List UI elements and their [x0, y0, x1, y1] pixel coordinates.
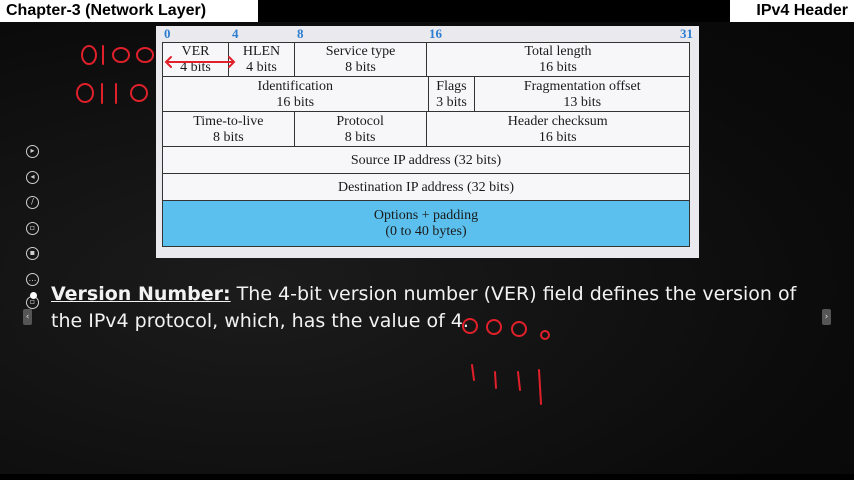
- field-header-checksum: Header checksum 16 bits: [425, 111, 690, 148]
- description-paragraph: Version Number: The 4-bit version number…: [51, 281, 831, 335]
- ver-arrow: [164, 56, 236, 68]
- play-icon[interactable]: ▸: [26, 145, 39, 158]
- field-time-to-live: Time-to-live 8 bits: [162, 111, 295, 148]
- bit-number-0: 0: [164, 26, 171, 41]
- field-name: Fragmentation offset: [523, 78, 641, 94]
- handwriting-0110: [76, 83, 148, 104]
- field-total-length: Total length 16 bits: [426, 42, 690, 78]
- field-identification: Identification 16 bits: [162, 76, 429, 113]
- pen-icon[interactable]: /: [26, 196, 39, 209]
- field-size: 16 bits: [538, 129, 577, 145]
- back-icon[interactable]: ◂: [26, 171, 39, 184]
- field-name: Flags: [436, 78, 467, 94]
- top-bar: Chapter-3 (Network Layer) IPv4 Header: [0, 0, 854, 22]
- handwriting-tally: [471, 364, 542, 405]
- field-name: VER: [181, 44, 210, 59]
- field-fragmentation-offset: Fragmentation offset 13 bits: [474, 76, 690, 113]
- handwriting-circles: [462, 318, 550, 340]
- description-text: The 4-bit version number (VER) field def…: [51, 283, 797, 332]
- field-size: 4 bits: [180, 60, 211, 75]
- bullet-icon: [30, 292, 37, 299]
- field-name: Destination IP address (32 bits): [337, 179, 514, 195]
- bit-number-16: 16: [429, 26, 442, 41]
- field-size: 3 bits: [436, 94, 467, 110]
- header-row-4: Source IP address (32 bits): [162, 146, 690, 175]
- bit-number-31: 31: [680, 26, 693, 41]
- field-size: 8 bits: [345, 60, 376, 75]
- field-name: Service type: [325, 44, 396, 59]
- bit-number-8: 8: [297, 26, 304, 41]
- field-size: 4 bits: [246, 60, 277, 75]
- field-name: Options + padding: [373, 207, 479, 223]
- header-row-2: Identification 16 bits Flags 3 bits Frag…: [162, 76, 690, 113]
- bit-number-4: 4: [232, 26, 239, 41]
- ipv4-header-diagram: 0 4 8 16 31 VER 4 bits HLEN 4 bits Servi…: [156, 26, 699, 258]
- right-collapse-handle[interactable]: ›: [822, 309, 831, 325]
- field-size: 16 bits: [539, 60, 577, 75]
- field-source-ip: Source IP address (32 bits): [162, 146, 690, 175]
- field-flags: Flags 3 bits: [427, 76, 476, 113]
- copy-icon[interactable]: ▫: [26, 222, 39, 235]
- handwriting-0100: [81, 45, 154, 65]
- field-name: Source IP address (32 bits): [350, 152, 502, 168]
- header-row-6: Options + padding (0 to 40 bytes): [162, 200, 690, 247]
- field-name: Identification: [257, 78, 333, 94]
- description-term: Version Number:: [51, 283, 231, 305]
- field-name: Protocol: [336, 113, 384, 129]
- more-icon[interactable]: …: [26, 273, 39, 286]
- field-destination-ip: Destination IP address (32 bits): [162, 173, 690, 202]
- field-size: (0 to 40 bytes): [385, 223, 467, 239]
- field-options-padding: Options + padding (0 to 40 bytes): [162, 200, 690, 247]
- header-row-5: Destination IP address (32 bits): [162, 173, 690, 202]
- field-name: Time-to-live: [193, 113, 264, 129]
- field-size: 8 bits: [344, 129, 376, 145]
- header-row-3: Time-to-live 8 bits Protocol 8 bits Head…: [162, 111, 690, 148]
- field-size: 16 bits: [276, 94, 315, 110]
- field-size: 8 bits: [213, 129, 244, 145]
- field-name: Total length: [524, 44, 592, 59]
- field-name: HLEN: [242, 44, 281, 59]
- chapter-title: Chapter-3 (Network Layer): [0, 0, 258, 22]
- field-size: 13 bits: [563, 94, 602, 110]
- left-collapse-handle[interactable]: ‹: [23, 309, 32, 325]
- topic-title: IPv4 Header: [730, 0, 854, 22]
- field-ver: VER 4 bits: [162, 42, 229, 78]
- screenshot-icon[interactable]: ▪: [26, 247, 39, 260]
- field-name: Header checksum: [507, 113, 608, 129]
- bottom-strip: [0, 474, 854, 480]
